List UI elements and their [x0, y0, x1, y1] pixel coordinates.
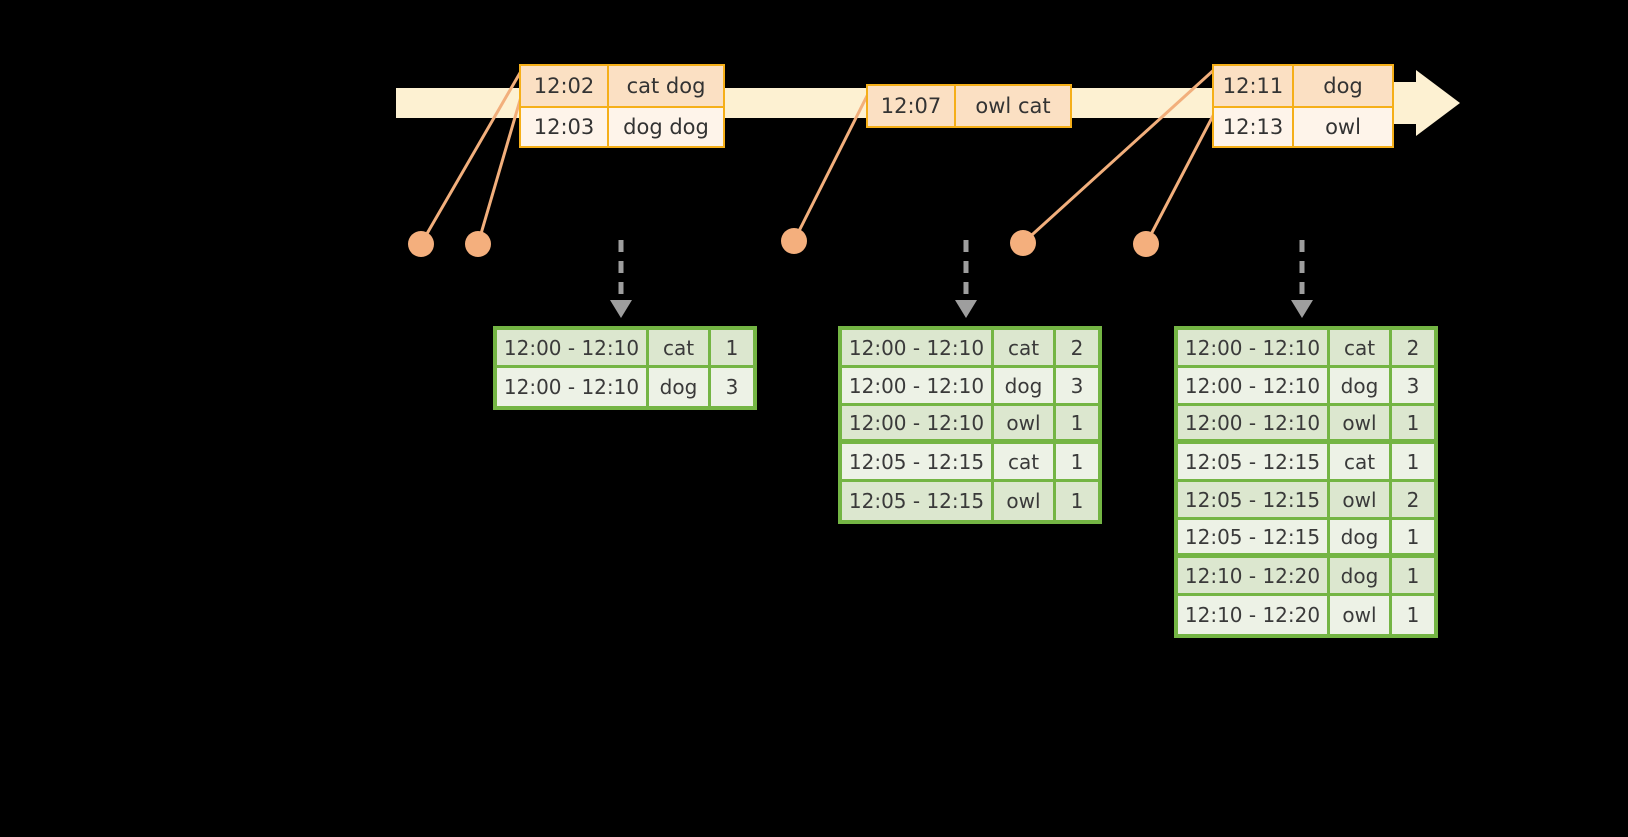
event-words: dog dog	[609, 108, 723, 146]
event-words: owl cat	[956, 86, 1070, 126]
emit-arrow-1-head-icon	[610, 300, 632, 318]
cell-window: 12:00 - 12:10	[842, 368, 994, 406]
event-words: cat dog	[609, 66, 723, 106]
cell-window: 12:00 - 12:10	[1178, 368, 1330, 406]
cell-window: 12:00 - 12:10	[842, 406, 994, 444]
cell-count: 3	[1056, 368, 1098, 406]
cell-word: dog	[994, 368, 1056, 406]
cell-count: 1	[711, 330, 753, 368]
event-row: 12:11 dog	[1214, 66, 1392, 106]
cell-word: cat	[1330, 444, 1392, 482]
cell-word: owl	[994, 482, 1056, 520]
cell-word: cat	[649, 330, 711, 368]
cell-count: 3	[711, 368, 753, 406]
cell-count: 3	[1392, 368, 1434, 406]
cell-window: 12:00 - 12:10	[1178, 330, 1330, 368]
cell-count: 1	[1056, 482, 1098, 520]
cell-count: 1	[1392, 596, 1434, 634]
cell-word: owl	[1330, 406, 1392, 444]
event-dot-4	[1010, 230, 1036, 256]
event-row: 12:02 cat dog	[521, 66, 723, 106]
cell-count: 1	[1392, 558, 1434, 596]
emit-arrow-2-head-icon	[955, 300, 977, 318]
cell-window: 12:05 - 12:15	[1178, 482, 1330, 520]
cell-count: 1	[1392, 444, 1434, 482]
timeline-arrowhead-icon	[1416, 70, 1460, 136]
cell-window: 12:00 - 12:10	[497, 368, 649, 406]
cell-word: owl	[1330, 482, 1392, 520]
event-time: 12:07	[868, 86, 956, 126]
cell-window: 12:05 - 12:15	[1178, 444, 1330, 482]
cell-word: cat	[994, 330, 1056, 368]
cell-word: cat	[994, 444, 1056, 482]
cell-count: 2	[1392, 482, 1434, 520]
cell-window: 12:05 - 12:15	[1178, 520, 1330, 558]
cell-window: 12:00 - 12:10	[842, 330, 994, 368]
event-box-group-b: 12:07 owl cat	[866, 84, 1072, 128]
event-dot-3	[781, 228, 807, 254]
cell-count: 2	[1392, 330, 1434, 368]
event-words: owl	[1294, 108, 1392, 146]
cell-count: 1	[1056, 444, 1098, 482]
cell-word: cat	[1330, 330, 1392, 368]
event-time: 12:03	[521, 108, 609, 146]
event-time: 12:13	[1214, 108, 1294, 146]
cell-word: owl	[1330, 596, 1392, 634]
event-box-group-a: 12:02 cat dog 12:03 dog dog	[519, 64, 725, 148]
event-dot-2	[465, 231, 491, 257]
cell-count: 1	[1392, 520, 1434, 558]
event-row: 12:07 owl cat	[868, 86, 1070, 126]
cell-window: 12:10 - 12:20	[1178, 558, 1330, 596]
cell-window: 12:10 - 12:20	[1178, 596, 1330, 634]
event-row: 12:03 dog dog	[521, 106, 723, 146]
event-words: dog	[1294, 66, 1392, 106]
cell-window: 12:00 - 12:10	[1178, 406, 1330, 444]
cell-count: 1	[1392, 406, 1434, 444]
cell-word: dog	[1330, 558, 1392, 596]
connector-line-5	[1144, 109, 1218, 245]
event-row: 12:13 owl	[1214, 106, 1392, 146]
cell-count: 1	[1056, 406, 1098, 444]
event-box-group-c: 12:11 dog 12:13 owl	[1212, 64, 1394, 148]
cell-word: dog	[649, 368, 711, 406]
emit-arrow-3-head-icon	[1291, 300, 1313, 318]
cell-window: 12:05 - 12:15	[842, 444, 994, 482]
cell-word: owl	[994, 406, 1056, 444]
cell-window: 12:00 - 12:10	[497, 330, 649, 368]
event-time: 12:02	[521, 66, 609, 106]
cell-window: 12:05 - 12:15	[842, 482, 994, 520]
cell-word: dog	[1330, 520, 1392, 558]
event-dot-1	[408, 231, 434, 257]
event-time: 12:11	[1214, 66, 1294, 106]
cell-count: 2	[1056, 330, 1098, 368]
cell-word: dog	[1330, 368, 1392, 406]
event-dot-5	[1133, 231, 1159, 257]
